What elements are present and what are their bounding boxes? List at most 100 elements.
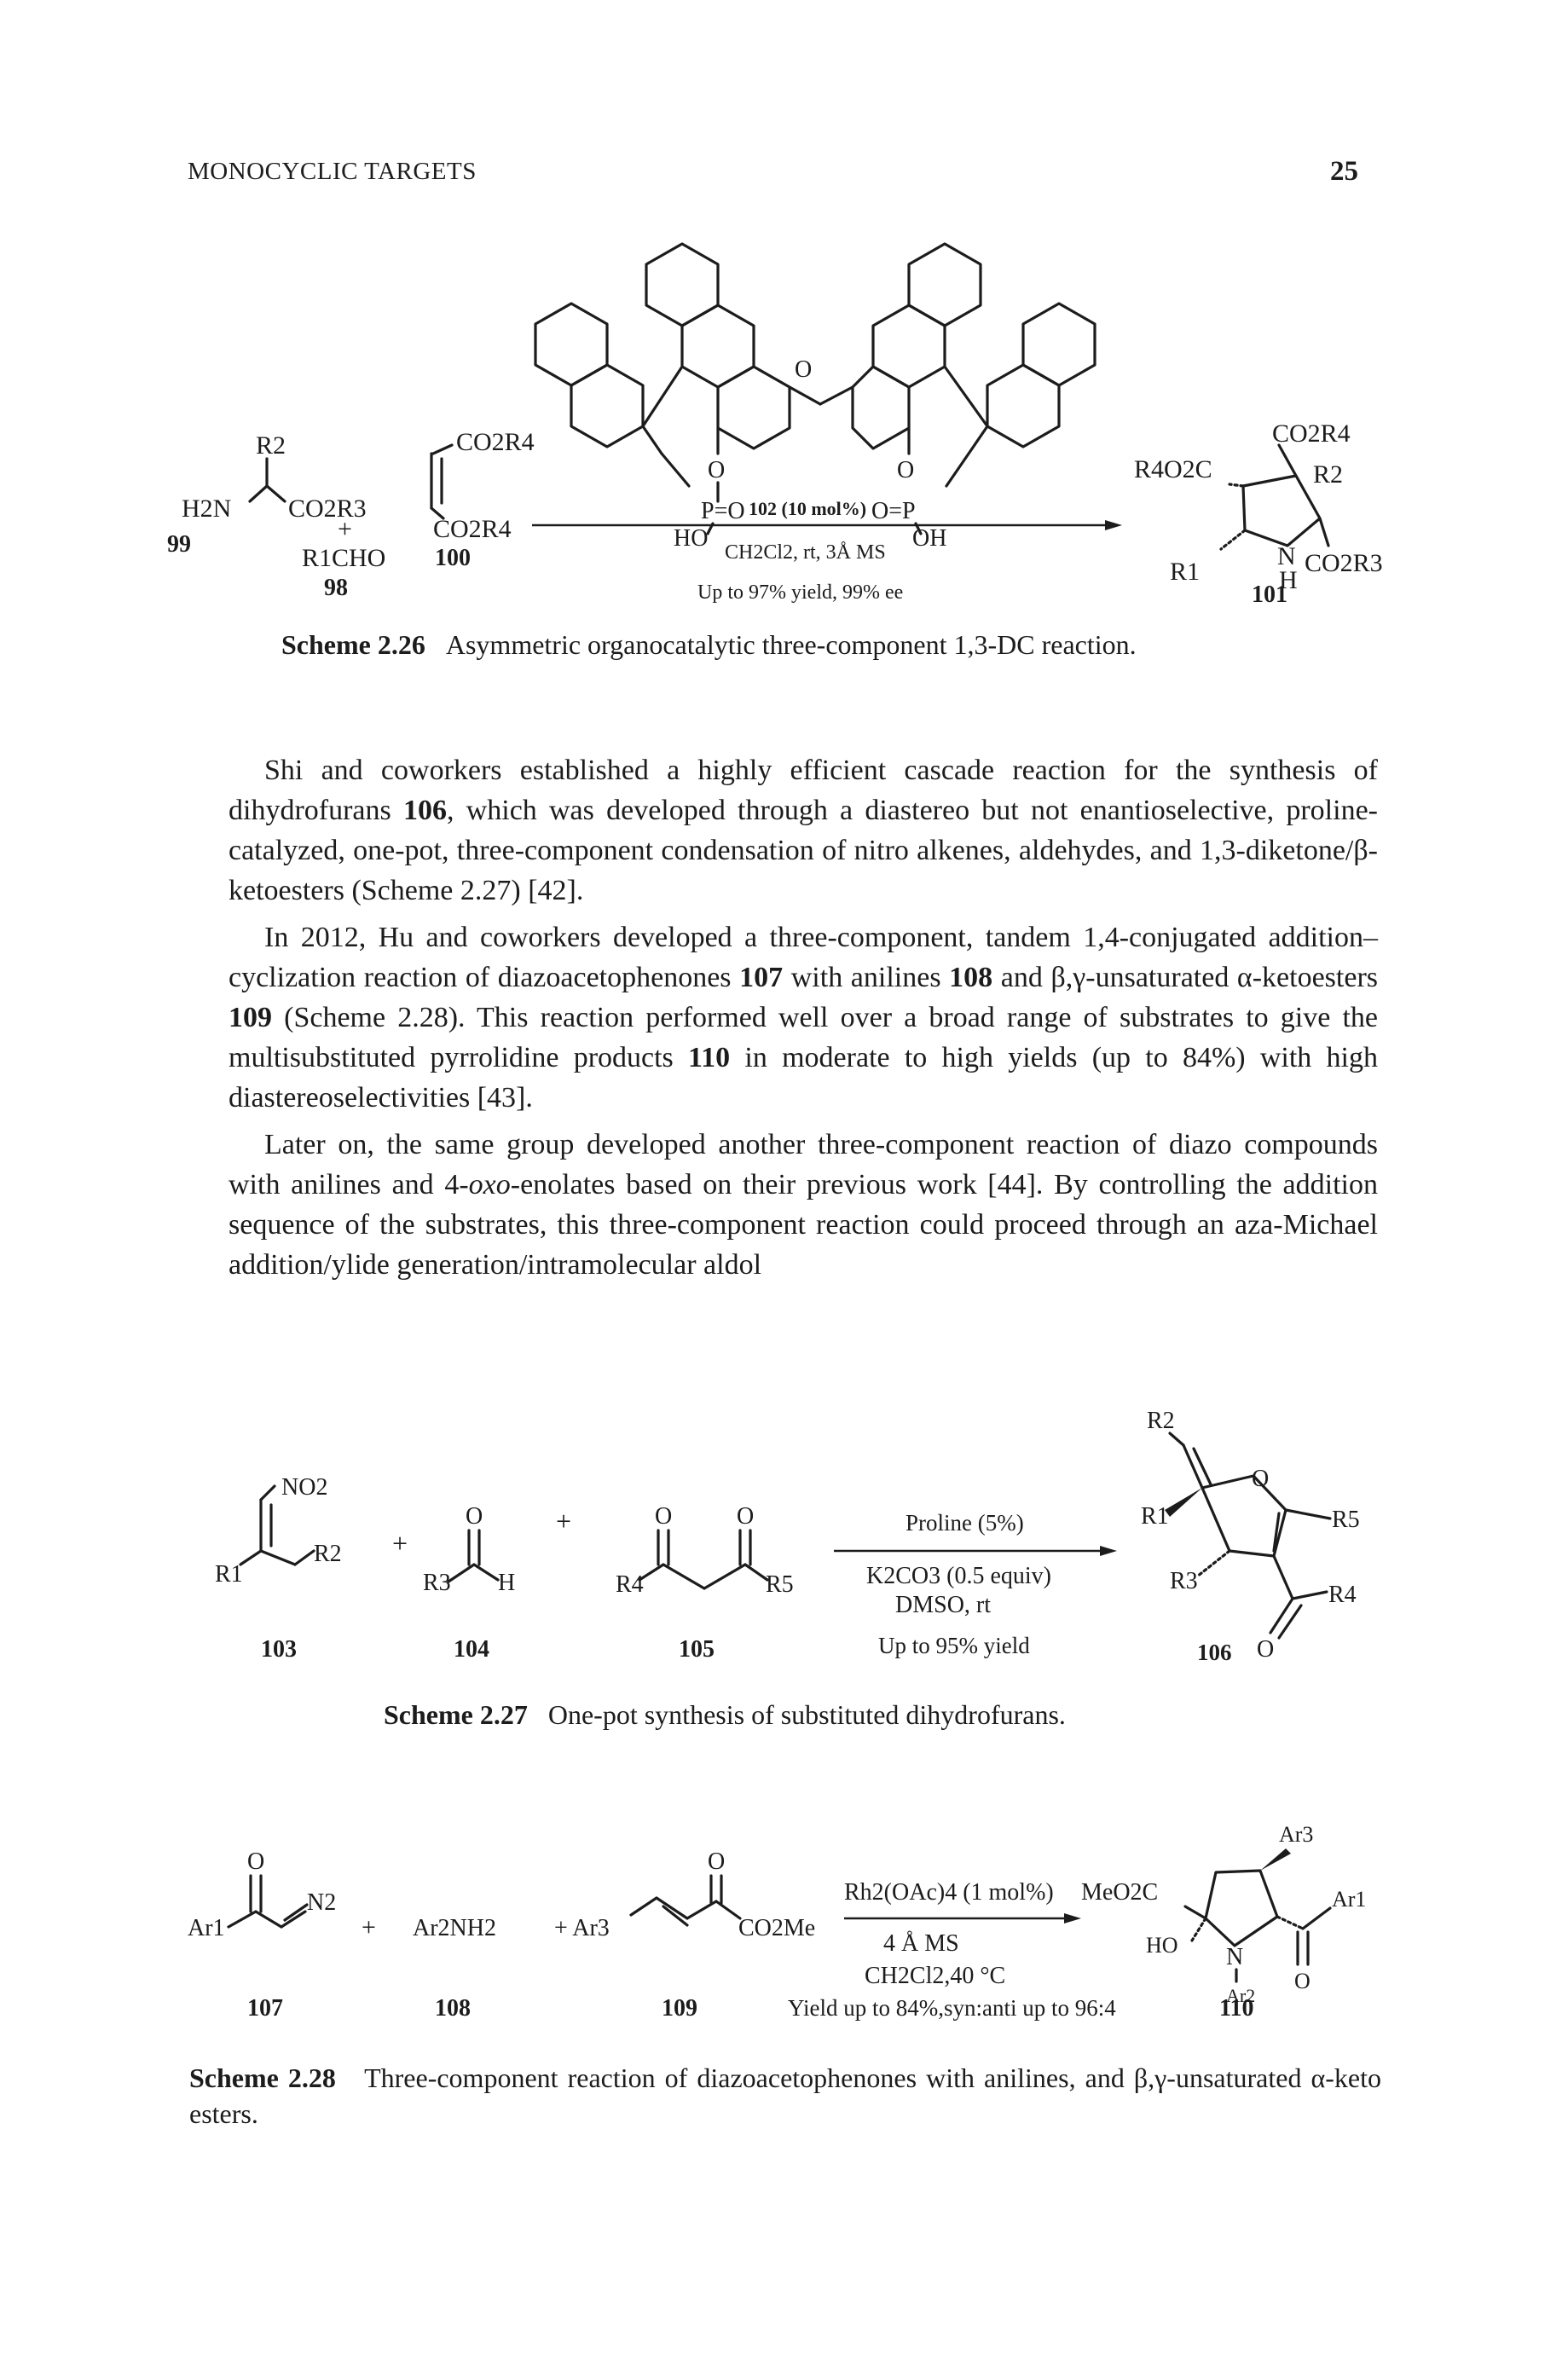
compound-107: O Ar1 N2 107 xyxy=(188,1848,336,2022)
label-109: 109 xyxy=(662,1995,697,2022)
label-product-co2r4-top: CO2R4 xyxy=(1272,419,1351,448)
scheme-2-28-caption: Scheme 2.28 Three-component reaction of … xyxy=(189,2060,1381,2132)
label-105-o2: O xyxy=(737,1503,754,1530)
label-catalyst-bridge-o: O xyxy=(795,356,812,383)
compound-110: Ar3 MeO2C HO N Ar2 Ar1 O 110 xyxy=(1081,1822,1366,2022)
label-109-co2me: CO2Me xyxy=(738,1915,815,1941)
scheme-2-28-label: Scheme 2.28 xyxy=(189,2062,336,2093)
label-product-r2: R2 xyxy=(1313,460,1343,489)
label-plus-1: + xyxy=(392,1528,408,1559)
label-106-r2: R2 xyxy=(1147,1408,1175,1434)
scheme-2-28-figure: O Ar1 N2 107 + Ar2NH2 108 + Ar3 O CO2Me … xyxy=(188,1822,1366,2022)
scheme-2-27-label: Scheme 2.27 xyxy=(384,1699,528,1730)
running-head: MONOCYCLIC TARGETS xyxy=(188,158,477,185)
paragraph-1: Shi and coworkers established a highly e… xyxy=(229,755,1378,906)
compound-103: NO2 R1 R2 103 xyxy=(215,1474,342,1663)
label-product-h: H xyxy=(1279,566,1298,594)
label-110-ar1: Ar1 xyxy=(1332,1887,1366,1912)
label-105: 105 xyxy=(679,1636,715,1663)
compound-99: R2 H2N CO2R3 + 99 R1CHO 98 xyxy=(167,431,385,601)
label-106-r4: R4 xyxy=(1328,1582,1357,1608)
label-110-ar3: Ar3 xyxy=(1279,1822,1313,1847)
label-catalyst-oh: OH xyxy=(912,525,946,552)
label-107-o: O xyxy=(247,1848,264,1875)
label-plus-1-228: + xyxy=(362,1913,376,1941)
page-number: 25 xyxy=(1330,156,1358,187)
label-103: 103 xyxy=(261,1636,297,1663)
label-ar2nh2: Ar2NH2 xyxy=(413,1915,496,1941)
compound-101: CO2R4 R4O2C R2 R1 N H CO2R3 101 xyxy=(1134,419,1383,608)
paragraph-2: In 2012, Hu and coworkers developed a th… xyxy=(229,922,1379,1114)
scheme-2-27-caption: Scheme 2.27 One-pot synthesis of substit… xyxy=(384,1697,1407,1733)
compound-number: 107 xyxy=(739,962,784,993)
label-100: 100 xyxy=(435,545,471,571)
label-101: 101 xyxy=(1252,581,1287,608)
label-110-meo2c: MeO2C xyxy=(1081,1879,1158,1906)
label-product-r1: R1 xyxy=(1170,558,1200,586)
label-alkene-top: CO2R4 xyxy=(456,428,535,456)
label-yield-227: Up to 95% yield xyxy=(878,1633,1030,1658)
scheme-2-27-figure: NO2 R1 R2 103 + O R3 H 104 + O O R4 R5 1… xyxy=(215,1408,1360,1665)
label-product-co2r3: CO2R3 xyxy=(1305,549,1383,577)
body-text: Shi and coworkers established a highly e… xyxy=(229,750,1378,1292)
compound-106: R2 R1 O R5 R3 R4 O 106 xyxy=(1141,1408,1360,1665)
label-109-o: O xyxy=(708,1848,725,1875)
label-106-r1: R1 xyxy=(1141,1503,1169,1530)
compound-number: 108 xyxy=(949,962,993,993)
scheme-2-26-label: Scheme 2.26 xyxy=(281,629,425,660)
label-cond-cat: Rh2(OAc)4 (1 mol%) xyxy=(844,1879,1054,1906)
scheme-2-26-figure: R2 H2N CO2R3 + 99 R1CHO 98 CO2R4 CO2R4 1… xyxy=(167,242,1383,608)
label-110-ar2: Ar2 xyxy=(1226,1985,1255,2006)
label-110: 110 xyxy=(1219,1995,1253,2022)
label-cond-solvent: DMSO, rt xyxy=(895,1592,991,1618)
label-aldehyde: R1CHO xyxy=(302,544,385,572)
compound-104: O R3 H 104 xyxy=(423,1503,515,1663)
label-amine-n: H2N xyxy=(182,495,231,523)
label-103-r1: R1 xyxy=(215,1561,243,1588)
label-cond-proline: Proline (5%) xyxy=(906,1510,1024,1536)
label-cond-solv: CH2Cl2,40 °C xyxy=(865,1963,1005,1989)
label-108: 108 xyxy=(435,1995,471,2022)
italic-term: oxo xyxy=(468,1169,511,1200)
label-cond-ms: 4 Å MS xyxy=(883,1930,959,1957)
label-107-n2: N2 xyxy=(307,1889,336,1916)
label-106-o-ket: O xyxy=(1257,1636,1274,1663)
label-catalyst-p-right: O=P xyxy=(871,498,916,524)
label-110-ho: HO xyxy=(1146,1933,1178,1958)
label-conditions-226: CH2Cl2, rt, 3Å MS xyxy=(725,541,886,564)
label-amine-r2: R2 xyxy=(256,431,286,460)
paragraph-3: Later on, the same group developed anoth… xyxy=(229,1129,1378,1281)
label-110-o: O xyxy=(1294,1969,1311,1993)
label-alkene-bottom: CO2R4 xyxy=(433,515,512,543)
compound-109: + Ar3 O CO2Me 109 xyxy=(554,1848,815,2022)
label-yield-228: Yield up to 84%,syn:anti up to 96:4 xyxy=(788,1995,1116,2021)
label-catalyst-102: 102 (10 mol%) xyxy=(749,498,866,519)
catalyst-102: O P=O HO O O O=P OH 102 (10 mol%) xyxy=(534,242,1096,552)
label-cond-base: K2CO3 (0.5 equiv) xyxy=(866,1563,1051,1589)
compound-100: CO2R4 CO2R4 100 xyxy=(430,428,535,571)
label-99: 99 xyxy=(167,531,191,558)
label-110-n: N xyxy=(1226,1944,1243,1970)
label-107-ar1: Ar1 xyxy=(188,1915,225,1941)
label-105-r5: R5 xyxy=(766,1571,794,1598)
label-106-o: O xyxy=(1252,1466,1269,1492)
label-yield-226: Up to 97% yield, 99% ee xyxy=(697,581,903,604)
label-plus: + xyxy=(338,515,352,543)
scheme-2-26-caption: Scheme 2.26 Asymmetric organocatalytic t… xyxy=(281,627,1390,662)
scheme-2-26-text: Asymmetric organocatalytic three-compone… xyxy=(445,629,1137,660)
label-plus-ar3: + Ar3 xyxy=(554,1915,610,1941)
compound-105: O O R4 R5 105 xyxy=(616,1503,794,1663)
label-105-o1: O xyxy=(655,1503,672,1530)
label-104: 104 xyxy=(454,1636,489,1663)
label-product-n: N xyxy=(1277,542,1296,570)
label-plus-2: + xyxy=(556,1506,571,1536)
label-105-r4: R4 xyxy=(616,1571,644,1598)
label-catalyst-o-right: O xyxy=(897,457,914,483)
label-catalyst-ho: HO xyxy=(674,525,708,552)
label-product-r4o2c: R4O2C xyxy=(1134,455,1212,483)
label-106-r3: R3 xyxy=(1170,1568,1198,1594)
label-104-h: H xyxy=(498,1570,515,1596)
label-98: 98 xyxy=(324,575,348,601)
label-104-r3: R3 xyxy=(423,1570,451,1596)
label-amine-ester: CO2R3 xyxy=(288,495,367,523)
